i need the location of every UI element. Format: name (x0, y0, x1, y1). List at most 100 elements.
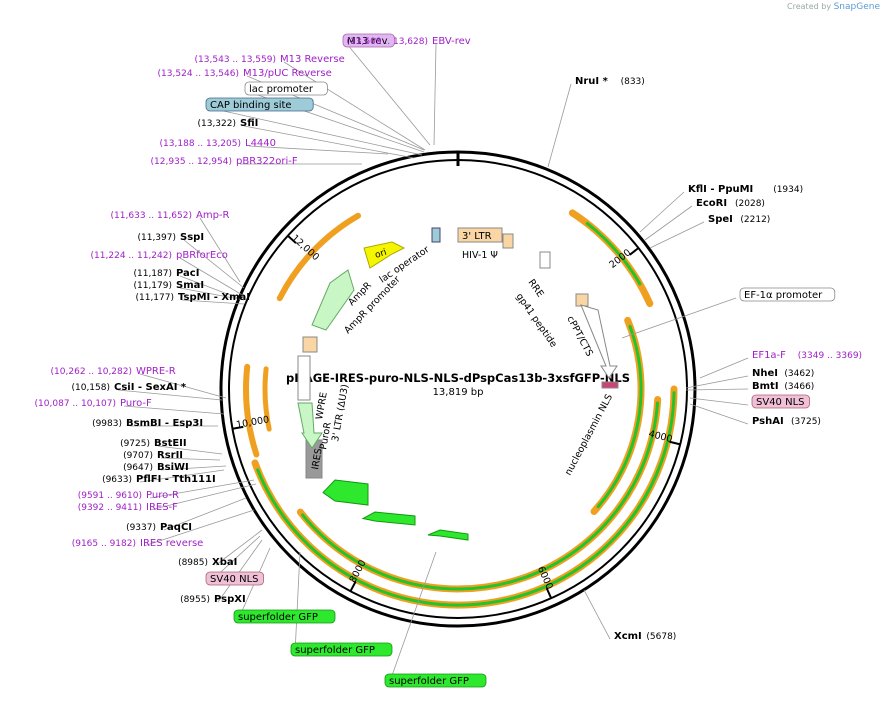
arc-orange-6 (262, 366, 272, 432)
left-27-primer-pos: (9165 .. 9182) (72, 539, 136, 549)
right-10-enzyme-pos: (3725) (791, 417, 821, 427)
left-14-leader (179, 287, 245, 301)
right-10-leader (689, 403, 749, 425)
left-11-leader (183, 239, 245, 289)
right-4-leader (649, 221, 705, 249)
left-24-primer-pos: (9591 .. 9610) (78, 491, 142, 501)
arc-orange-7 (276, 212, 361, 302)
right-1-enzyme-pos: (833) (621, 77, 645, 87)
left-9-primer-pos: (12,935 .. 12,954) (151, 157, 232, 167)
left-18-leader (123, 405, 225, 415)
tick-mark-6 (287, 235, 297, 244)
arc-green-4 (596, 324, 643, 509)
right-6-primer-pos: (3349 .. 3369) (798, 351, 862, 361)
left-33-leader (388, 551, 437, 685)
left-22-enzyme-name: BsiWI (157, 462, 189, 473)
right-4-enzyme-name: SpeI (708, 214, 733, 225)
left-17-enzyme-pos: (10,158) (71, 383, 110, 393)
tick-mark-1 (629, 247, 640, 256)
three-ltr-du3-box (297, 355, 311, 401)
sv40-nls-box (601, 381, 619, 389)
left-19-enzyme-pos: (9983) (92, 419, 122, 429)
puror-arrow (297, 402, 323, 449)
rre-box (539, 251, 551, 269)
left-32-tag-box (290, 642, 393, 657)
left-31-tag-text: superfolder GFP (238, 612, 318, 623)
left-25-primer-name: IRES-F (146, 502, 178, 513)
left-26-leader (163, 497, 247, 531)
left-33-tag-box (384, 673, 487, 688)
left-13-leader (179, 275, 239, 299)
inner-label-nuc-nls: nucleoplasmin NLS (563, 392, 615, 477)
left-11-enzyme-pos: (11,397) (137, 233, 176, 243)
left-21-leader (160, 457, 221, 461)
right-2-enzyme-name: KflI - PpuMI (688, 184, 753, 195)
right-9-leader (689, 397, 749, 406)
left-21-enzyme-name: RsrII (157, 450, 183, 461)
left-31-tag-box (233, 609, 336, 624)
left-16-leader (139, 373, 227, 399)
left-30-enzyme-pos: (8955) (180, 595, 210, 605)
arc-green-3 (301, 401, 659, 591)
tick-mark-5 (232, 425, 244, 430)
right-11-enzyme-name: XcmI (614, 631, 642, 642)
left-9-primer-name: pBR322ori-F (236, 156, 298, 167)
ampr-arrow (311, 269, 355, 331)
left-29-tag-text: SV40 NLS (210, 574, 259, 585)
inner-label-three-ltr-u3: 3' LTR (ΔU3) (330, 383, 351, 442)
left-20-enzyme-pos: (9725) (120, 439, 150, 449)
left-10-leader (199, 217, 241, 283)
left-26-enzyme-pos: (9337) (126, 523, 156, 533)
superfolder-gfp-arrow-2 (361, 511, 416, 526)
left-23-leader (139, 469, 225, 483)
right-8-leader (685, 388, 749, 391)
plasmid-name: pHAGE-IRES-puro-NLS-NLS-dPspCas13b-3xsfG… (286, 371, 630, 385)
left-33-tag-text: superfolder GFP (389, 676, 469, 687)
left-23-enzyme-pos: (9633) (102, 475, 132, 485)
left-10-primer-pos: (11,633 .. 11,652) (111, 211, 192, 221)
left-15-leader (181, 299, 245, 305)
right-3-enzyme-name: EcoRI (696, 198, 727, 209)
left-17-enzyme-name: CsiI - SexAI * (114, 382, 187, 393)
left-25-leader (149, 483, 257, 511)
left-8-primer-pos: (13,188 .. 13,205) (160, 139, 241, 149)
left-22-leader (160, 465, 227, 471)
inner-label-gp41: gp41 peptide (514, 291, 559, 349)
left-30-enzyme-name: PspXI (214, 594, 246, 605)
right-7-enzyme-pos: (3462) (784, 369, 814, 379)
superfolder-gfp-arrow-1 (427, 529, 469, 541)
left-16-primer-pos: (10,262 .. 10,282) (51, 367, 132, 377)
left-1-tag-box (342, 33, 395, 48)
left-26-enzyme-name: PaqCI (160, 522, 192, 533)
snapgene-credit: Created by SnapGene (787, 2, 880, 12)
right-2-leader (639, 191, 685, 233)
left-17-leader (117, 389, 223, 401)
left-21-enzyme-pos: (9707) (123, 451, 153, 461)
right-1-leader (547, 83, 572, 168)
right-4-enzyme-pos: (2212) (740, 215, 770, 225)
left-30-leader (217, 539, 263, 603)
right-3-leader (644, 205, 693, 241)
right-1-enzyme-name: NruI * (575, 76, 609, 87)
left-10-primer-name: Amp-R (196, 210, 230, 221)
credit-brand: SnapGene (833, 2, 880, 12)
left-2-primer-name: EBV-rev (432, 36, 471, 47)
left-13-enzyme-pos: (11,187) (133, 269, 172, 279)
arc-orange-2 (251, 385, 678, 609)
right-2-enzyme-pos: (1934) (773, 185, 803, 195)
left-24-leader (149, 479, 255, 499)
left-1-leader (346, 43, 431, 146)
left-11-enzyme-name: SspI (180, 232, 204, 243)
left-32-tag-text: superfolder GFP (295, 645, 375, 656)
right-5-tag-text: EF-1α promoter (744, 290, 823, 301)
right-6-leader (699, 357, 749, 379)
left-14-enzyme-pos: (11,179) (133, 281, 172, 291)
left-5-tag-box (244, 81, 328, 96)
tick-mark-2 (669, 440, 681, 446)
left-2-primer-pos: (13,609 .. 13,628) (347, 37, 428, 47)
left-7-enzyme-name: SfiI (240, 118, 258, 129)
inner-label-ires: IRES (310, 447, 325, 470)
left-15-enzyme-name: TspMI - XmaI (178, 292, 250, 303)
left-2-leader (433, 43, 437, 146)
